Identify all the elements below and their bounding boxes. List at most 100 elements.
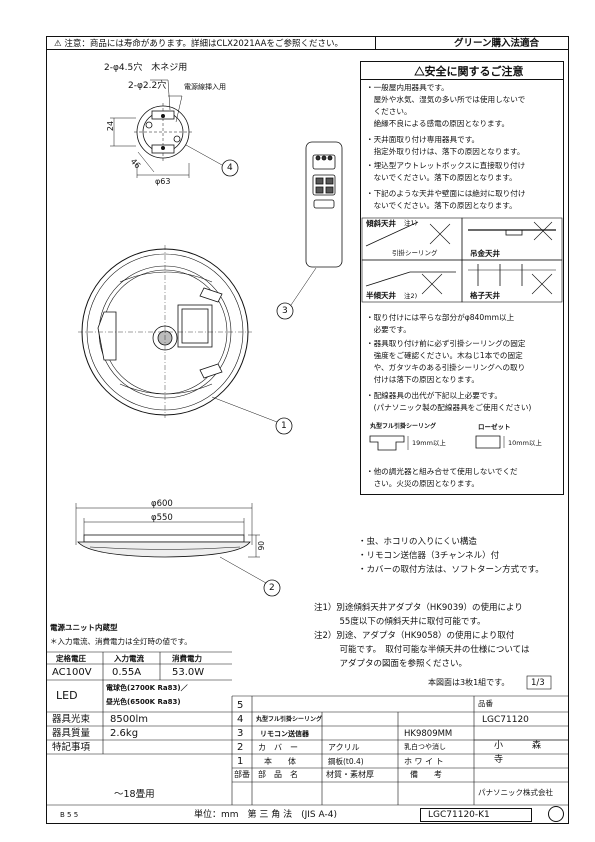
safety-line: 絶縁不良による感電の原因となります。: [366, 119, 510, 128]
spec-power: 53.0W: [172, 667, 205, 678]
approver-1: 小: [494, 741, 504, 751]
drawing-number: LGC71120-K1: [428, 810, 490, 820]
header-part-no: 部番: [234, 770, 250, 779]
note-line: 55度以下の傾斜天井に取付可能です。: [314, 617, 486, 627]
hole-power-label: 2-φ2.2穴: [128, 81, 167, 91]
flux-label: 器具光束: [52, 714, 91, 725]
body-side: [83, 534, 245, 543]
ceiling-type-grid: 格子天井: [470, 291, 500, 300]
feature-item: ・虫、ホコリの入りにくい構造: [358, 537, 477, 547]
led-label: LED: [56, 689, 78, 702]
part-name: カ バ ー: [258, 743, 298, 752]
safety-line: さい。火災の原因となります。: [366, 479, 479, 488]
spec-current: 0.55A: [112, 667, 142, 678]
safety-line: (パナソニック製の配線器具をご使用ください): [366, 403, 532, 412]
spec-header-power: 消費電力: [172, 654, 202, 663]
spec-header-current: 入力電流: [114, 654, 144, 663]
hole-power-note: 電源線挿入用: [184, 83, 226, 91]
safety-notice-box: 安全に関するご注意: [360, 61, 564, 495]
safety-line: 強度をご確認ください。木ねじ1本での固定: [366, 351, 523, 360]
ceiling-type-hanging: 吊金天井: [470, 249, 500, 258]
callout-1: 1: [281, 421, 287, 431]
callout-3: 3: [282, 306, 288, 316]
sheet-set-note: 本図面は3枚1組です。: [428, 678, 510, 687]
feature-item: ・カバーの取付方法は、ソフトターン方式です。: [358, 565, 544, 575]
company-name: パナソニック株式会社: [478, 788, 553, 797]
part-name: リモコン送信器: [260, 730, 309, 738]
callout-4: 4: [227, 163, 233, 173]
product-number: LGC71120: [482, 715, 529, 725]
safety-line: ・埋込型アウトレットボックスに直接取り付け: [366, 161, 526, 170]
mass-label: 器具質量: [52, 728, 91, 739]
part-number: 4: [237, 714, 244, 725]
safety-line: ・一般屋内用器具です。: [366, 83, 449, 92]
ceiling-sealing-label: 引掛シーリング: [392, 249, 438, 257]
safety-line: 指定外取り付けは、落下の原因となります。: [366, 147, 525, 156]
product-number-label: 品番: [478, 699, 493, 708]
part-color: ホ ワ イ ト: [404, 757, 444, 766]
safety-line: ないでください。落下の原因となります。: [366, 201, 517, 210]
fitting-ceiling-label: 丸型フル引掛シーリング: [370, 423, 437, 430]
safety-line: 屋外や水気、湿気の多い所では使用しないで: [366, 95, 526, 104]
sheet-page-number: 1/3: [531, 678, 545, 688]
dim-550: φ550: [151, 513, 173, 523]
callout-1-circle: [275, 417, 293, 435]
ceiling-type-sloped-note: 注1): [404, 219, 418, 227]
spec-header-voltage: 定格電圧: [56, 654, 86, 663]
mass-value: 2.6kg: [110, 728, 139, 739]
callout-3-circle: [276, 302, 294, 320]
part-number: 1: [237, 756, 244, 767]
safety-line: や、ガタツキのある引掛シーリングへの取り: [366, 363, 526, 372]
safety-line: ・配線器具の出代が下記以上必要です。: [366, 391, 502, 400]
approver-2: 森: [532, 741, 542, 751]
header-material: 材質・素材厚: [326, 770, 374, 779]
footer-code: B 5 5: [60, 811, 79, 819]
feature-item: ・リモコン送信器（3チャンネル）付: [358, 551, 500, 561]
safety-line: ・器具取り付け前に必ず引掛シーリングの固定: [366, 339, 526, 348]
safety-line: ・天井面取り付け専用器具です。: [366, 135, 480, 144]
note-line: 注1）別途傾斜天井アダプタ（HK9039）の使用により: [314, 603, 523, 613]
flux-value: 8500lm: [110, 714, 148, 725]
header-part-name: 部 品 名: [258, 770, 298, 779]
callout-2: 2: [269, 583, 275, 593]
fitting-rosette-label: ローゼット: [478, 423, 511, 431]
safety-title: 安全に関するご注意: [361, 62, 563, 80]
part-number: 5: [237, 700, 244, 711]
dim-90: 90: [257, 540, 267, 551]
ceiling-type-semi: 半傾天井: [366, 291, 396, 300]
callout-2-circle: [263, 579, 281, 597]
header-rule: [46, 49, 569, 50]
part-color: 乳白つや消し: [404, 743, 446, 751]
callout-4-circle: [221, 159, 239, 177]
dim-63: φ63: [155, 177, 171, 186]
approver-3: 寺: [494, 755, 504, 765]
drawing-sheet-frame: [46, 36, 569, 824]
safety-line: ・下記のような天井や壁面には絶対に取り付け: [366, 189, 526, 198]
note-line: 可能です。 取付可能な半傾天井の仕様については: [314, 645, 530, 655]
revision-circle: [548, 806, 564, 822]
special-notes-label: 特記事項: [52, 742, 91, 753]
tatami-size: ～18畳用: [114, 789, 155, 800]
part-material: アクリル: [328, 743, 360, 752]
note-line: アダプタの図面を参照ください。: [314, 659, 468, 669]
note-line: 注2）別途、アダプタ（HK9058）の使用により取付: [314, 631, 515, 641]
safety-line: 付けは落下の原因となります。: [366, 375, 479, 384]
unit-type-title: 電源ユニット内蔵型: [50, 623, 118, 632]
part-number: 3: [237, 728, 244, 739]
dim-600: φ600: [151, 499, 173, 509]
lifetime-notice: ⚠ 注意：商品には寿命があります。詳細はCLX2021AAをご参照ください。: [54, 39, 343, 49]
green-purchase-label: グリーン購入法適合: [454, 38, 540, 49]
header-divider: [375, 36, 376, 49]
safety-line: ・他の調光器と組み合せて使用しないでくだ: [366, 467, 518, 476]
led-color-2: 昼光色(6500K Ra83): [106, 698, 181, 706]
fitting-rosette-dim: 10mm以上: [508, 439, 542, 447]
drawing-number-box: [420, 808, 532, 822]
remote-body: [305, 141, 343, 268]
led-color-1: 電球色(2700K Ra83)／: [106, 684, 188, 692]
part-name: 丸型フル引掛シーリング: [256, 716, 323, 723]
header-remark: 備 考: [410, 770, 442, 779]
safety-line: ないでください。落下の原因となります。: [366, 173, 517, 182]
part-number: 2: [237, 742, 244, 753]
ceiling-type-semi-note: 注2): [404, 292, 418, 300]
